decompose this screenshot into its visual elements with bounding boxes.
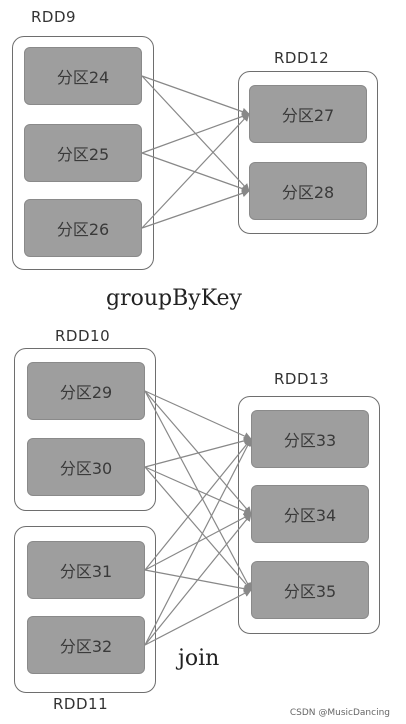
partition-30: 分区30: [27, 438, 145, 496]
groupbykey-arrow-partition-24-to-partition-27: [141, 75, 250, 116]
join-arrow-partition-30-to-partition-34: [144, 466, 252, 515]
rdd9-label: RDD9: [31, 8, 77, 26]
rdd13-label: RDD13: [274, 370, 330, 388]
groupbykey-arrow-partition-26-to-partition-28: [141, 189, 250, 229]
partition-31: 分区31: [27, 541, 145, 599]
partition-34: 分区34: [251, 485, 369, 543]
partition-26: 分区26: [24, 199, 142, 257]
partition-28: 分区28: [249, 162, 367, 220]
join-arrow-partition-30-to-partition-35: [144, 466, 252, 591]
partition-29: 分区29: [27, 362, 145, 420]
join-arrow-partition-32-to-partition-33: [144, 438, 252, 646]
partition-27: 分区27: [249, 85, 367, 143]
join-arrow-partition-30-to-partition-33: [144, 436, 252, 468]
groupbykey-label: groupByKey: [106, 286, 242, 311]
partition-25: 分区25: [24, 124, 142, 182]
rdd12-label: RDD12: [274, 49, 330, 67]
groupbykey-arrow-partition-25-to-partition-28: [141, 152, 250, 193]
join-arrow-partition-32-to-partition-35: [144, 589, 252, 646]
groupbykey-arrow-partition-26-to-partition-27: [141, 113, 250, 229]
rdd11-label: RDD11: [53, 695, 109, 713]
join-arrow-partition-29-to-partition-33: [144, 390, 252, 440]
watermark: CSDN @MusicDancing: [289, 708, 390, 718]
rdd10-label: RDD10: [55, 327, 111, 345]
partition-32: 分区32: [27, 616, 145, 674]
partition-33: 分区33: [251, 410, 369, 468]
groupbykey-arrow-partition-25-to-partition-27: [141, 112, 250, 154]
partition-24: 分区24: [24, 47, 142, 105]
join-arrow-partition-31-to-partition-33: [144, 438, 252, 571]
join-label: join: [178, 646, 220, 671]
join-arrow-partition-32-to-partition-34: [144, 513, 252, 646]
